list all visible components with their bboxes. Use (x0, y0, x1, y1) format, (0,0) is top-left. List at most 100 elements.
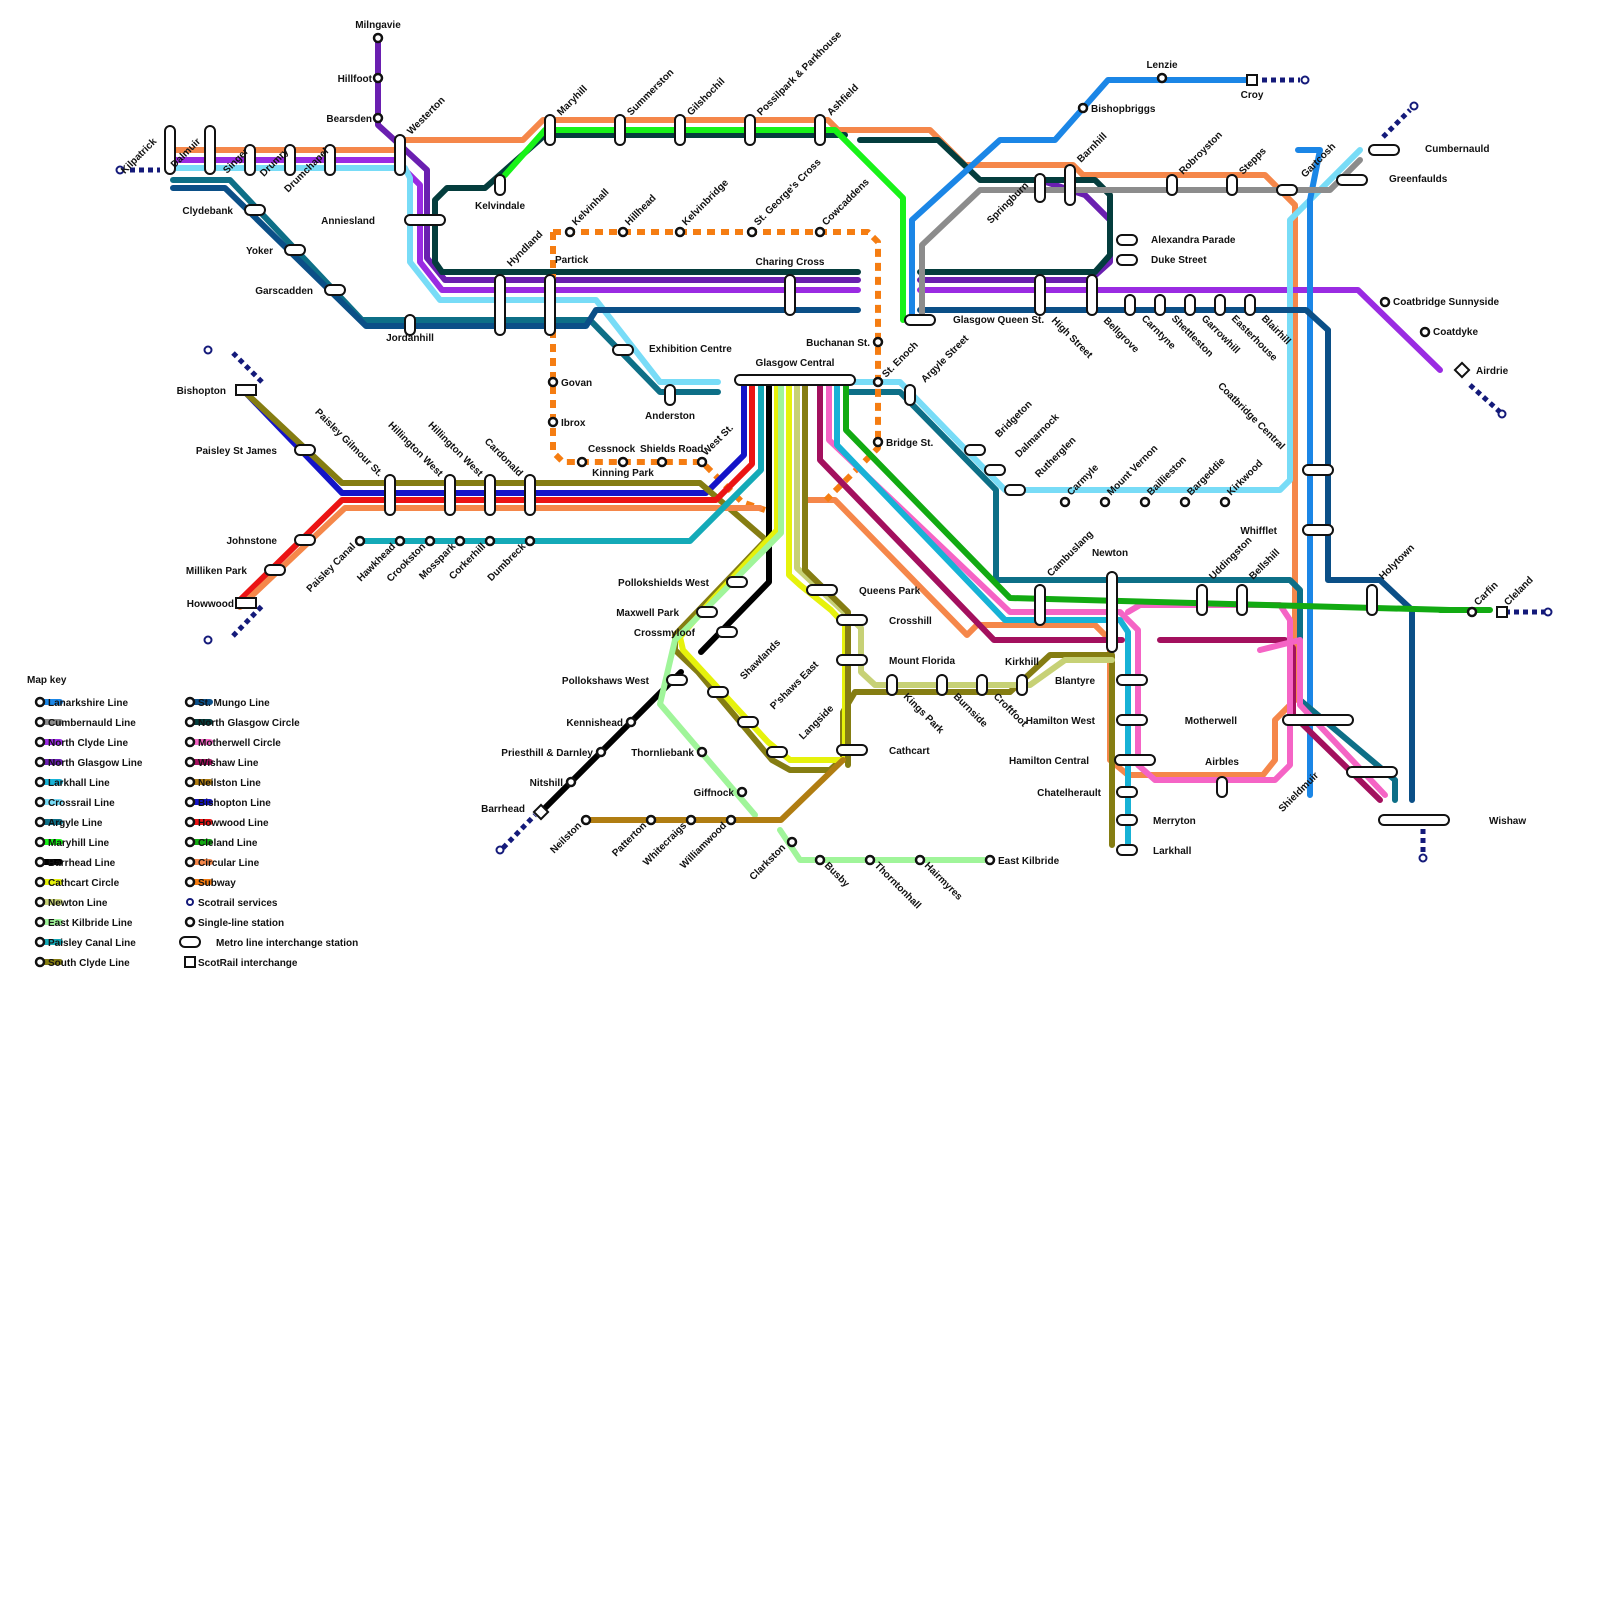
station-ashfield-marker[interactable] (814, 114, 826, 146)
station-thornliebank-marker[interactable] (696, 746, 708, 758)
station-croftfoot-marker[interactable] (976, 674, 988, 696)
station-larkhall-marker[interactable] (1116, 844, 1138, 856)
station-paisley-canal-marker[interactable] (354, 535, 366, 547)
station-cumbernauld-marker[interactable] (1368, 144, 1400, 156)
station-partick-marker[interactable] (544, 274, 556, 336)
station-kilpatrick-marker[interactable] (164, 125, 176, 175)
station-newton-marker[interactable] (1106, 571, 1118, 653)
station-garrowhill-marker[interactable] (1184, 294, 1196, 316)
station-shields-road-marker[interactable] (656, 456, 668, 468)
station-possilpark-parkhouse-marker[interactable] (744, 114, 756, 146)
station-corkerhill-marker[interactable] (484, 535, 496, 547)
station-hillfoot-marker[interactable] (372, 72, 384, 84)
station-rutherglen-marker[interactable] (1004, 484, 1026, 496)
station-bargeddie-marker[interactable] (1179, 496, 1191, 508)
station-paisley-st-james-marker[interactable] (294, 444, 316, 456)
station-hairmyres-marker[interactable] (914, 854, 926, 866)
station-hamilton-central-marker[interactable] (1114, 754, 1156, 766)
station-crosshill-marker[interactable] (836, 614, 868, 626)
station-govan-marker[interactable] (547, 376, 559, 388)
station-hamilton-west-marker[interactable] (1116, 714, 1148, 726)
station-garscadden-marker[interactable] (324, 284, 346, 296)
station-bearsden-marker[interactable] (372, 112, 384, 124)
station-dalmuir-marker[interactable] (204, 125, 216, 175)
station-hillington-west-marker[interactable] (484, 474, 496, 516)
station-hillington-west-marker[interactable] (444, 474, 456, 516)
station-cessnock-marker[interactable] (576, 456, 588, 468)
station-kelvindale-marker[interactable] (494, 174, 506, 196)
station-dalmarnock-marker[interactable] (984, 464, 1006, 476)
station-alexandra-parade-marker[interactable] (1116, 234, 1138, 246)
station-bridge-st-marker[interactable] (872, 436, 884, 448)
station-milliken-park-marker[interactable] (264, 564, 286, 576)
station-gartcosh-marker[interactable] (1276, 184, 1298, 196)
station-johnstone-marker[interactable] (294, 534, 316, 546)
station-kelvinhall-marker[interactable] (564, 226, 576, 238)
station-blairhill-marker[interactable] (1244, 294, 1256, 316)
station-whitecraigs-marker[interactable] (685, 814, 697, 826)
station-milngavie-marker[interactable] (372, 32, 384, 44)
station-bridgeton-marker[interactable] (964, 444, 986, 456)
station-clarkston-marker[interactable] (786, 836, 798, 848)
station-mount-vernon-marker[interactable] (1099, 496, 1111, 508)
station-carmyle-marker[interactable] (1059, 496, 1071, 508)
station-carntyne-marker[interactable] (1124, 294, 1136, 316)
station-crossmyloof-marker[interactable] (716, 626, 738, 638)
station-carfin-marker[interactable] (1466, 606, 1478, 618)
station-patterton-marker[interactable] (645, 814, 657, 826)
station-st-george-s-cross-marker[interactable] (746, 226, 758, 238)
station-shawlands-marker[interactable] (707, 686, 729, 698)
station-whifflet-marker[interactable] (1302, 524, 1334, 536)
station-hawkhead-marker[interactable] (394, 535, 406, 547)
station-argyle-street-marker[interactable] (904, 384, 916, 406)
station-coatdyke-marker[interactable] (1419, 326, 1431, 338)
station-st-enoch-marker[interactable] (872, 376, 884, 388)
station-paisley-gilmour-st-marker[interactable] (384, 474, 396, 516)
station-busby-marker[interactable] (814, 854, 826, 866)
station-jordanhill-marker[interactable] (404, 314, 416, 336)
station-drumchapel-marker[interactable] (324, 144, 336, 176)
station-west-st-marker[interactable] (696, 456, 708, 468)
station-merryton-marker[interactable] (1116, 814, 1138, 826)
station-westerton-marker[interactable] (394, 134, 406, 176)
station-kings-park-marker[interactable] (886, 674, 898, 696)
station-charing-cross-marker[interactable] (784, 274, 796, 316)
station-clydebank-marker[interactable] (244, 204, 266, 216)
station-uddingston-marker[interactable] (1196, 584, 1208, 616)
station-drumry-marker[interactable] (284, 144, 296, 176)
station-anderston-marker[interactable] (664, 384, 676, 406)
station-high-street-marker[interactable] (1034, 274, 1046, 316)
station-blantyre-marker[interactable] (1116, 674, 1148, 686)
station-anniesland-marker[interactable] (404, 214, 446, 226)
station-bishopton-scotrail-marker[interactable] (235, 384, 257, 396)
station-glasgow-central-marker[interactable] (734, 374, 856, 386)
station-holytown-marker[interactable] (1366, 584, 1378, 616)
station-kelvinbridge-marker[interactable] (674, 226, 686, 238)
station-maryhill-marker[interactable] (544, 114, 556, 146)
station-mount-florida-marker[interactable] (836, 654, 868, 666)
station-priesthill-darnley-marker[interactable] (595, 746, 607, 758)
station-neilston-marker[interactable] (580, 814, 592, 826)
station-cardonald-marker[interactable] (524, 474, 536, 516)
station-shettleston-marker[interactable] (1154, 294, 1166, 316)
station-exhibition-centre-marker[interactable] (612, 344, 634, 356)
station-summerston-marker[interactable] (614, 114, 626, 146)
station-nitshill-marker[interactable] (565, 776, 577, 788)
station-howwood-scotrail-marker[interactable] (235, 597, 257, 609)
station-bishopbriggs-marker[interactable] (1077, 102, 1089, 114)
station-cathcart-marker[interactable] (836, 744, 868, 756)
station-cowcaddens-marker[interactable] (814, 226, 826, 238)
station-coatbridge-sunnyside-marker[interactable] (1379, 296, 1391, 308)
station-kennishead-marker[interactable] (625, 716, 637, 728)
station-gilshochil-marker[interactable] (674, 114, 686, 146)
station-pollokshaws-west-marker[interactable] (666, 674, 688, 686)
station-yoker-marker[interactable] (284, 244, 306, 256)
station-pollokshields-west-marker[interactable] (726, 576, 748, 588)
station-barnhill-marker[interactable] (1064, 164, 1076, 206)
station-singer-marker[interactable] (244, 144, 256, 176)
station-greenfaulds-marker[interactable] (1336, 174, 1368, 186)
station-dumbreck-marker[interactable] (524, 535, 536, 547)
station-kirkhill-marker[interactable] (1016, 674, 1028, 696)
station-kinning-park-marker[interactable] (617, 456, 629, 468)
station-williamwood-marker[interactable] (725, 814, 737, 826)
